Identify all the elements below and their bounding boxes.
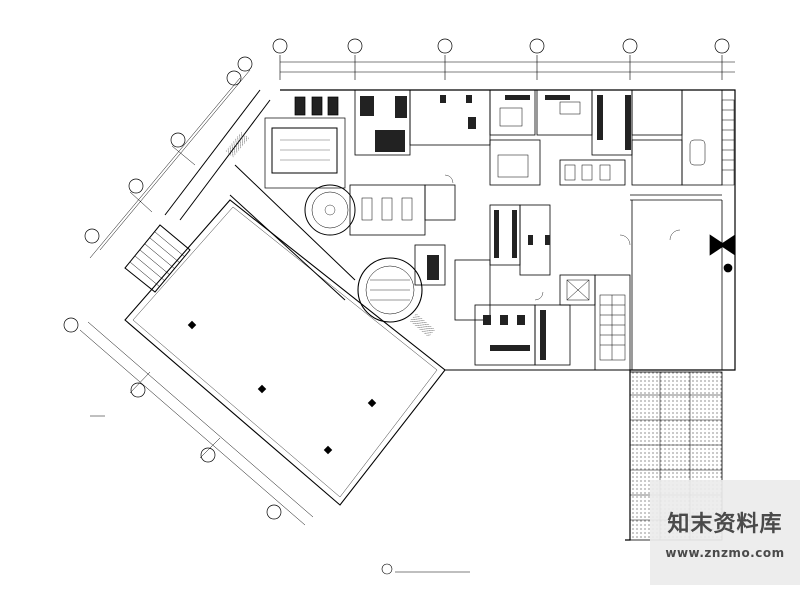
wall-hatch-segments [225, 131, 436, 338]
door-swings [444, 174, 681, 301]
middle-fixtures [427, 210, 550, 360]
elevator-stair-core [566, 279, 626, 361]
round-room-upper [304, 184, 356, 236]
stair-left [124, 224, 191, 293]
large-hall-inner [132, 206, 438, 498]
upper-furniture [361, 101, 706, 221]
drawing-title-marker [381, 563, 470, 575]
entrance-marker [709, 234, 736, 273]
watermark-panel: 知末资料库 www.znzmo.com [650, 480, 800, 585]
axis-bubble [130, 382, 146, 398]
axis-bubble [237, 56, 253, 72]
axis-bubble [84, 228, 100, 244]
watermark-url: www.znzmo.com [665, 545, 785, 560]
diagonal-dimension-lines [79, 69, 314, 526]
top-dimension-line [279, 55, 735, 80]
axis-bubble [622, 38, 638, 54]
round-room-lower [357, 257, 423, 323]
axis-bubble [63, 317, 79, 333]
axis-bubble [226, 70, 242, 86]
axis-bubble [200, 447, 216, 463]
axis-bubble [170, 132, 186, 148]
axis-bubble [529, 38, 545, 54]
axis-bubble [266, 504, 282, 520]
axis-bubble [128, 178, 144, 194]
axis-bubble [714, 38, 730, 54]
axis-bubbles-left [63, 56, 282, 520]
axis-bubble [347, 38, 363, 54]
diagonal-corridor-walls [164, 89, 356, 301]
axis-bubble [437, 38, 453, 54]
upper-fixtures [360, 95, 631, 152]
middle-room-walls [414, 200, 723, 371]
upper-room-walls [349, 89, 723, 236]
columns [187, 320, 377, 455]
watermark-brand: 知末资料库 [667, 511, 783, 537]
axis-bubbles-top [272, 38, 730, 54]
right-stair [721, 99, 735, 186]
pool-room [264, 96, 346, 189]
axis-bubble [272, 38, 288, 54]
